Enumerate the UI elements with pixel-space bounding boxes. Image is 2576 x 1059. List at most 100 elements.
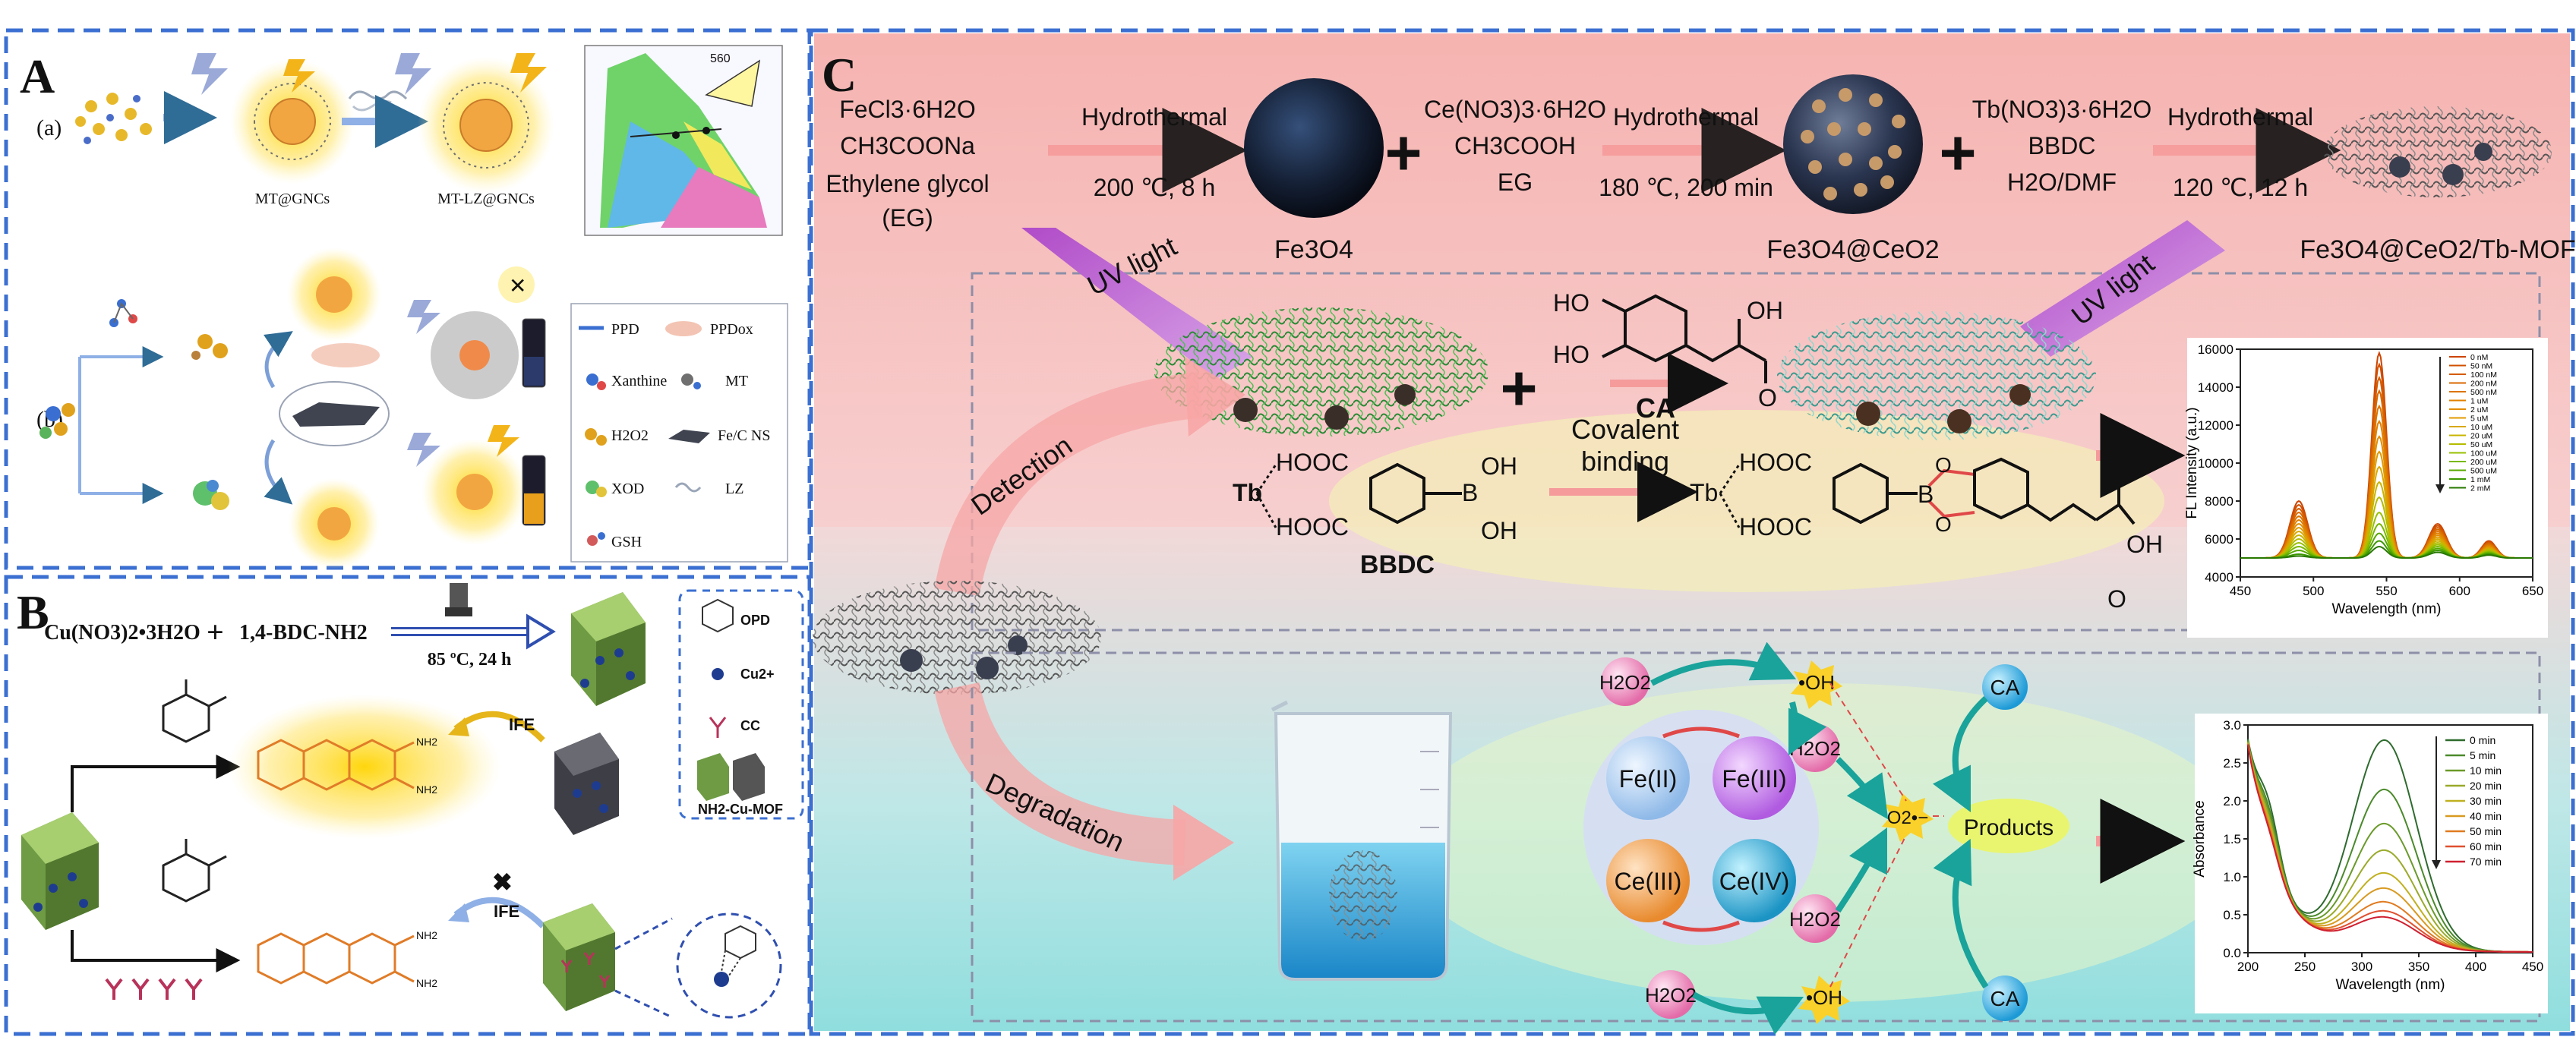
product1-label: Fe3O4 [1274, 235, 1353, 264]
reagent-cu-nitrate: Cu(NO3)2•3H2O [44, 621, 200, 645]
legend-cu: Cu2+ [740, 667, 775, 682]
h2o2-label-4: H2O2 [1645, 984, 1697, 1007]
vial-bright-liquid [524, 493, 544, 524]
legend-fec-ns: Fe/C NS [718, 427, 770, 444]
x-tick-label: 300 [2351, 960, 2372, 974]
mt-gncs-label: MT@GNCs [255, 191, 330, 207]
plus-sign-3: + [1500, 352, 1537, 424]
y-tick-label: 2.0 [2223, 794, 2241, 808]
dap-molecule-bottom [257, 932, 415, 985]
detection-flow-arrow [934, 372, 1203, 597]
reagent1-line4: (EG) [882, 204, 933, 232]
fec-ns-sheet [292, 402, 380, 427]
reagent1-line1: FeCl3·6H2O [839, 96, 976, 123]
step3-method: Hydrothermal [2167, 103, 2313, 131]
y-tick-label: 16000 [2198, 342, 2233, 357]
products-label: Products [1964, 815, 2054, 840]
row-a-label: (a) [36, 115, 62, 140]
mt-icon [681, 373, 701, 389]
abs-legend-label: 0 min [2470, 734, 2496, 746]
abs-series-line [2247, 744, 2533, 953]
fl-legend-label: 200 uM [2470, 458, 2497, 467]
ca-ball-1 [1982, 664, 2028, 710]
x-tick-label: 450 [2522, 960, 2543, 974]
boronate-o-2: O [1935, 512, 1952, 536]
tb-coordination-left [1255, 464, 1277, 528]
plus-sign-2: + [1939, 117, 1976, 188]
bbdc-hooc-2: HOOC [1276, 513, 1349, 541]
lightning-icon [395, 53, 431, 95]
abs-legend-label: 70 min [2470, 856, 2502, 868]
boronate-o-1: O [1935, 453, 1952, 477]
legend-ppd: PPD [611, 321, 639, 338]
fl-legend-label: 1 uM [2470, 397, 2488, 406]
ce3-ball [1606, 839, 1690, 922]
ceo2-spikes [1801, 88, 1905, 200]
ce4-label: Ce(IV) [1719, 868, 1789, 895]
gsh-icon [587, 532, 605, 546]
abs-legend-label: 30 min [2470, 795, 2502, 807]
x-tick-label: 600 [2449, 584, 2470, 598]
legend-lz: LZ [725, 481, 743, 497]
cycle-arrow-4 [1835, 827, 1888, 913]
ca-ball-label-2: CA [1990, 987, 2020, 1010]
plus-sign-1: + [1384, 117, 1422, 188]
fl-legend-label: 10 uM [2470, 423, 2492, 432]
product-oh: OH [2126, 531, 2163, 558]
cie-tick-560: 560 [710, 52, 731, 65]
h2o2-icon [585, 428, 607, 446]
radical-dashed-lines [1829, 682, 1944, 988]
x-tick-label: 250 [2294, 960, 2316, 974]
detection-flow-head [1185, 357, 1245, 437]
oh-radical-burst-2 [1798, 975, 1850, 1024]
detection-glow [1329, 410, 2164, 592]
y-tick-label: 8000 [2205, 494, 2233, 509]
xanthine-molecule-icon [109, 299, 137, 327]
degradation-flow-head [1173, 805, 1234, 881]
o2-radical: O2•− [1887, 808, 1928, 828]
y-axis-label: FL Intensity (a.u.) [2184, 407, 2200, 518]
fl-legend-label: 2 uM [2470, 405, 2488, 414]
ca-ball-2 [1982, 975, 2028, 1021]
o2-radical-burst [1882, 793, 1934, 842]
x-tick-label: 500 [2303, 584, 2324, 598]
cycle-arrow-5 [1692, 991, 1804, 1035]
panel-a-legend: PPD PPDox Xanthine MT H2O2 Fe/C NS XOD L… [570, 303, 788, 563]
fl-legend-label: 1 mM [2470, 475, 2490, 484]
lightning-icon [407, 300, 440, 334]
mt-gncs-shell [254, 83, 332, 160]
step1-method: Hydrothermal [1081, 103, 1227, 131]
fe3o4-ceo2-sphere [1783, 74, 1923, 214]
step2-condition: 180 ℃, 200 min [1599, 174, 1773, 201]
h2o2-label-3: H2O2 [1789, 908, 1841, 931]
fl-legend-label: 500 nM [2470, 388, 2497, 397]
zoom-line-1 [614, 917, 673, 950]
reagent2-line3: EG [1498, 169, 1533, 196]
x-axis-label: Wavelength (nm) [2336, 977, 2445, 993]
legend-xod: XOD [611, 481, 644, 497]
fl-legend-label: 5 uM [2470, 414, 2488, 424]
ife-arrow-bottom-head [448, 903, 469, 922]
h2o2-label-1: H2O2 [1599, 671, 1651, 694]
y-tick-label: 0.0 [2223, 946, 2241, 960]
mof-legend-icon [697, 753, 765, 801]
legend-mt: MT [725, 373, 748, 389]
tb-mof-green-composite [1154, 307, 1488, 437]
tb-coordination-right [1719, 464, 1741, 528]
legend-ppdox: PPDox [710, 321, 753, 338]
ca-ho-1: HO [1553, 289, 1589, 317]
oh-radical-2: •OH [1806, 986, 1842, 1009]
fl-legend-label: 20 uM [2470, 432, 2492, 441]
legend-cc: CC [740, 718, 760, 733]
xanthine-molecule-icon [39, 403, 75, 439]
fade-glow [498, 266, 535, 303]
zoom-circle [676, 912, 782, 1019]
fl-series-line [2240, 545, 2533, 559]
curve-arrow-2 [264, 439, 293, 505]
y-tick-label: 6000 [2205, 532, 2233, 547]
quenched-core [459, 340, 490, 370]
abs-legend-label: 10 min [2470, 764, 2502, 777]
fl-legend-label: 100 uM [2470, 449, 2497, 459]
legend-trend-arrow-head [2436, 484, 2445, 493]
